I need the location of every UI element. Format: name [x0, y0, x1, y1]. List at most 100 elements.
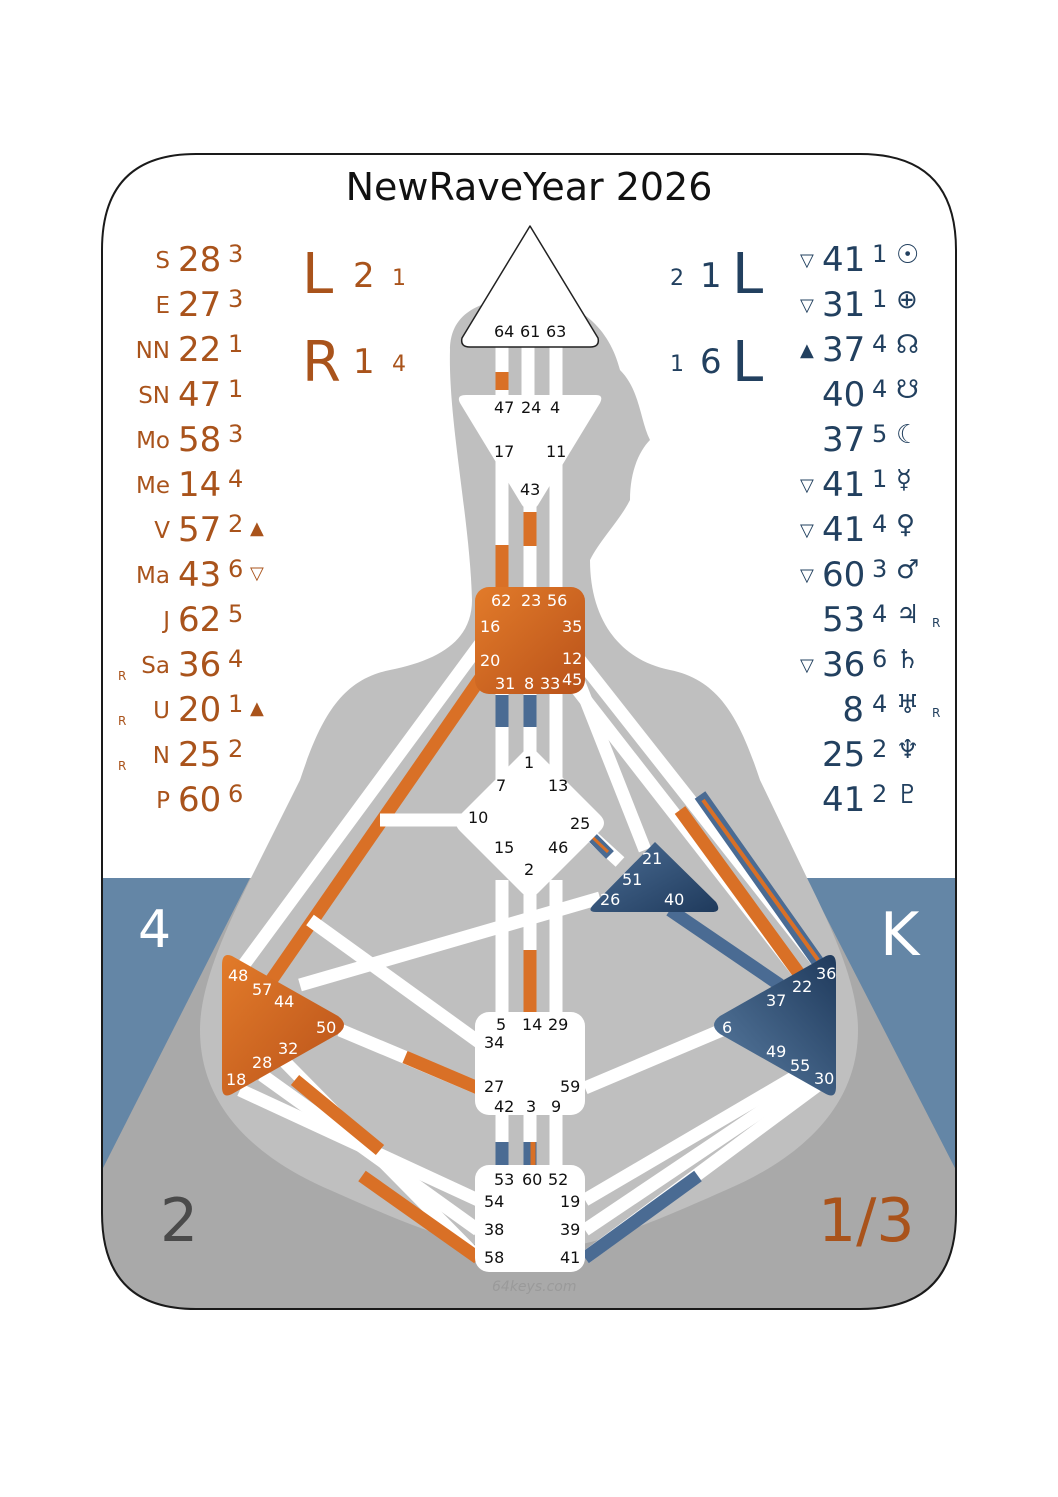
throat-gate-label: 12	[562, 649, 583, 668]
root-gate-label: 38	[484, 1220, 505, 1239]
design-planet-label: Ma	[136, 563, 170, 589]
spleen-gate-label: 57	[252, 980, 273, 999]
variable-left-tone-2: 4	[392, 352, 406, 377]
ajna-gate-label: 11	[546, 442, 567, 461]
personality-mark: ▲	[800, 340, 814, 361]
ajna-center	[458, 395, 602, 511]
personality-mark: ▽	[800, 655, 814, 676]
throat-gate-label: 16	[480, 617, 501, 636]
personality-planet-icon: ♅	[896, 690, 920, 720]
head-gate-label: 63	[546, 322, 567, 341]
design-gate: 14	[178, 465, 222, 505]
design-line: 6	[228, 555, 244, 583]
solar-gate-label: 36	[816, 964, 837, 983]
throat-gate-label: 45	[562, 670, 583, 689]
personality-mark: ▽	[800, 250, 814, 271]
design-line: 3	[228, 285, 244, 313]
solar-gate-label: 55	[790, 1056, 811, 1075]
g-gate-label: 46	[548, 838, 569, 857]
sacral-center	[475, 1012, 585, 1115]
root-gate-label: 41	[560, 1248, 581, 1267]
personality-gate: 41	[822, 465, 866, 505]
personality-gate: 37	[822, 330, 866, 370]
personality-gate: 25	[822, 735, 866, 775]
head-center	[460, 225, 600, 348]
root-gate-label: 53	[494, 1170, 515, 1189]
design-mark: ▽	[250, 563, 264, 584]
design-planet-label: V	[154, 518, 170, 544]
design-planet-label: Mo	[136, 428, 170, 454]
variable-left-color-2: 1	[353, 342, 375, 382]
ajna-gate-label: 47	[494, 398, 515, 417]
personality-planet-icon: ♇	[896, 780, 920, 810]
solar-gate-label: 37	[766, 991, 787, 1010]
personality-line: 4	[872, 600, 888, 628]
design-planet-label: U	[153, 698, 170, 724]
personality-gate: 37	[822, 420, 866, 460]
throat-gate-label: 23	[521, 591, 542, 610]
throat-center	[475, 587, 585, 694]
sacral-gate-label: 5	[496, 1015, 507, 1034]
g-gate-label: 13	[548, 776, 569, 795]
sacral-gate-label: 34	[484, 1033, 505, 1052]
solar-gate-label: 30	[814, 1069, 835, 1088]
design-line: 1	[228, 375, 244, 403]
throat-gate-label: 8	[524, 674, 535, 693]
g-gate-label: 2	[524, 860, 535, 879]
design-mark: ▲	[250, 698, 264, 719]
design-planet-label: J	[163, 608, 170, 634]
variable-left-arrow-1: L	[302, 242, 334, 307]
variable-right-arrow-1: L	[732, 242, 764, 307]
corner-top-left: 4	[138, 900, 172, 960]
design-gate: 47	[178, 375, 222, 415]
throat-gate-label: 62	[491, 591, 512, 610]
head-gate-label: 64	[494, 322, 515, 341]
design-line: 2	[228, 510, 244, 538]
design-gate: 57	[178, 510, 222, 550]
design-gate: 25	[178, 735, 222, 775]
card-border	[101, 153, 957, 1310]
personality-line: 2	[872, 780, 888, 808]
design-planet-label: N	[152, 743, 170, 769]
root-gate-label: 19	[560, 1192, 581, 1211]
g-gate-label: 15	[494, 838, 515, 857]
sacral-gate-label: 29	[548, 1015, 569, 1034]
personality-planet-icon: ☋	[896, 375, 920, 405]
personality-planet-icon: ☾	[896, 420, 920, 450]
root-gate-label: 58	[484, 1248, 505, 1267]
root-gate-label: 52	[548, 1170, 569, 1189]
design-gate: 58	[178, 420, 222, 460]
personality-mark: ▽	[800, 475, 814, 496]
design-line: 6	[228, 780, 244, 808]
sacral-gate-label: 3	[526, 1097, 537, 1116]
root-gate-label: 54	[484, 1192, 505, 1211]
design-gate: 60	[178, 780, 222, 820]
personality-line: 4	[872, 690, 888, 718]
personality-retro: R	[932, 616, 941, 630]
personality-gate: 41	[822, 510, 866, 550]
design-line: 4	[228, 645, 244, 673]
root-gate-label: 39	[560, 1220, 581, 1239]
personality-planet-icon: ☊	[896, 330, 920, 360]
design-line: 2	[228, 735, 244, 763]
ajna-gate-label: 24	[521, 398, 542, 417]
solar-center	[714, 955, 836, 1096]
sacral-gate-label: 14	[522, 1015, 543, 1034]
variable-left-tone-1: 1	[392, 266, 406, 291]
corner-bottom-right: 1/3	[818, 1186, 915, 1256]
personality-line: 2	[872, 735, 888, 763]
throat-gate-label: 31	[495, 674, 516, 693]
design-gate: 22	[178, 330, 222, 370]
design-gate: 28	[178, 240, 222, 280]
personality-line: 1	[872, 240, 888, 268]
variable-right-tone-1: 1	[700, 256, 722, 296]
personality-gate: 36	[822, 645, 866, 685]
spleen-gate-label: 18	[226, 1070, 247, 1089]
personality-gate: 60	[822, 555, 866, 595]
solar-gate-label: 22	[792, 977, 813, 996]
personality-gate: 53	[822, 600, 866, 640]
design-gate: 36	[178, 645, 222, 685]
design-line: 3	[228, 240, 244, 268]
